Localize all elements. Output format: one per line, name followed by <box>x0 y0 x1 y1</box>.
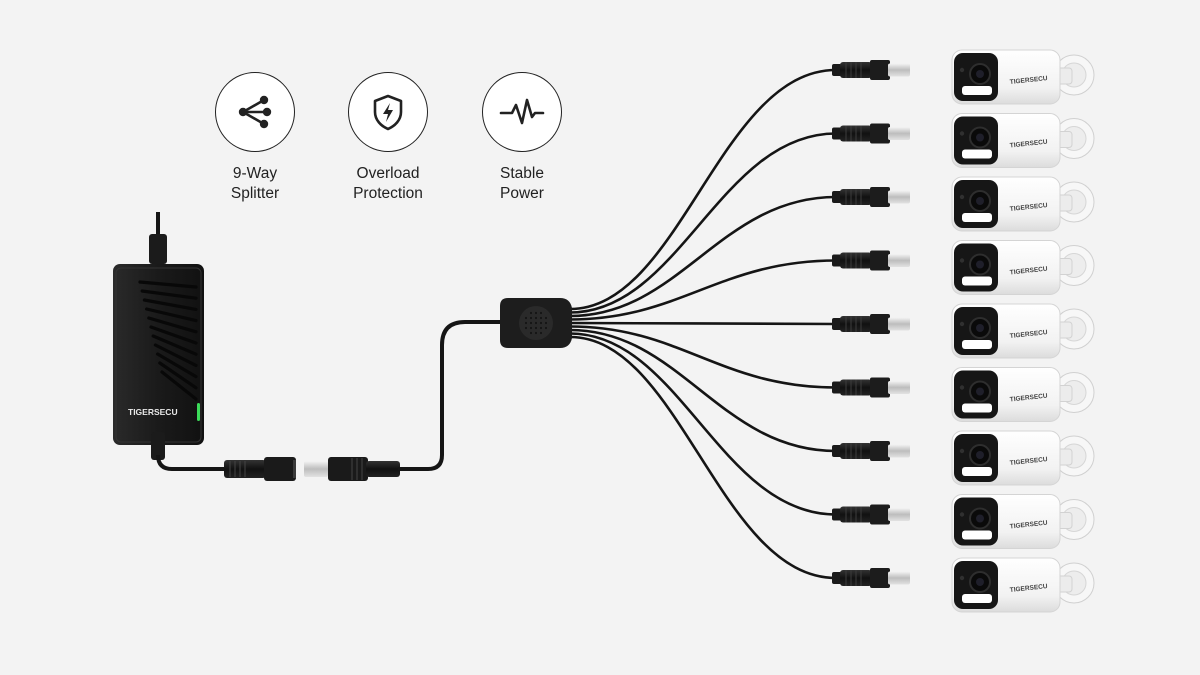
male-dc-connector <box>832 568 910 588</box>
male-dc-connector <box>832 504 910 525</box>
splitter-input-cable <box>398 320 500 471</box>
output-cable <box>569 68 837 311</box>
security-camera: TIGERSECU <box>951 303 1095 359</box>
dc-output-cord <box>156 454 228 471</box>
pulse-wave-icon <box>482 72 562 152</box>
camera-brand-label: TIGERSECU <box>1009 393 1048 404</box>
camera-brand-label: TIGERSECU <box>1009 456 1048 467</box>
camera-brand-label: TIGERSECU <box>1009 583 1048 594</box>
camera-brand-label: TIGERSECU <box>1009 75 1048 86</box>
adapter-vents <box>138 280 198 401</box>
output-cable <box>569 325 837 389</box>
male-dc-plug <box>304 457 400 481</box>
camera-brand-label: TIGERSECU <box>1009 329 1048 340</box>
cord-strain-relief <box>149 234 167 264</box>
feature-label: Stable Power <box>500 165 544 202</box>
camera-brand-label: TIGERSECU <box>1009 202 1048 213</box>
security-camera: TIGERSECU <box>951 557 1095 613</box>
security-camera: TIGERSECU <box>951 494 1095 549</box>
security-camera: TIGERSECU <box>951 176 1095 232</box>
security-camera: TIGERSECU <box>951 49 1095 105</box>
male-dc-connector <box>832 123 910 144</box>
camera-brand-label: TIGERSECU <box>1009 266 1048 277</box>
security-camera: TIGERSECU <box>951 430 1095 486</box>
feature-label: Overload Protection <box>353 165 423 202</box>
security-camera: TIGERSECU <box>951 367 1095 422</box>
male-dc-connector <box>832 60 910 80</box>
splitter-hub <box>500 298 572 348</box>
feature-stable-power: Stable Power <box>467 72 577 204</box>
output-cable <box>569 335 837 580</box>
output-cable <box>569 259 837 321</box>
feature-splitter: 9-Way Splitter <box>200 72 310 204</box>
output-cable <box>569 332 837 516</box>
camera-stack: TIGERSECU TIGERSECU TIGERSECU TIGERSECU TIGE… <box>951 49 1095 613</box>
status-led <box>197 403 200 421</box>
shield-bolt-icon <box>348 72 428 152</box>
feature-overload-protection: Overload Protection <box>333 72 443 204</box>
male-dc-connector <box>832 377 910 398</box>
output-cable <box>569 328 837 453</box>
power-adapter: TIGERSECU <box>113 264 204 445</box>
output-cable <box>569 132 837 314</box>
camera-brand-label: TIGERSECU <box>1009 139 1048 150</box>
security-camera: TIGERSECU <box>951 240 1095 295</box>
dc-connectors <box>832 60 910 588</box>
camera-brand-label: TIGERSECU <box>1009 520 1048 531</box>
splitter-output-cables <box>569 68 837 580</box>
adapter-brand-label: TIGERSECU <box>128 407 178 417</box>
output-cable <box>569 195 837 318</box>
male-dc-connector <box>832 187 910 207</box>
male-dc-connector <box>832 250 910 271</box>
male-dc-connector <box>832 314 910 334</box>
share-nodes-icon <box>215 72 295 152</box>
male-dc-connector <box>832 441 910 461</box>
output-cable <box>569 321 837 326</box>
female-dc-jack <box>224 457 296 481</box>
security-camera: TIGERSECU <box>951 113 1095 168</box>
feature-label: 9-Way Splitter <box>230 165 280 202</box>
